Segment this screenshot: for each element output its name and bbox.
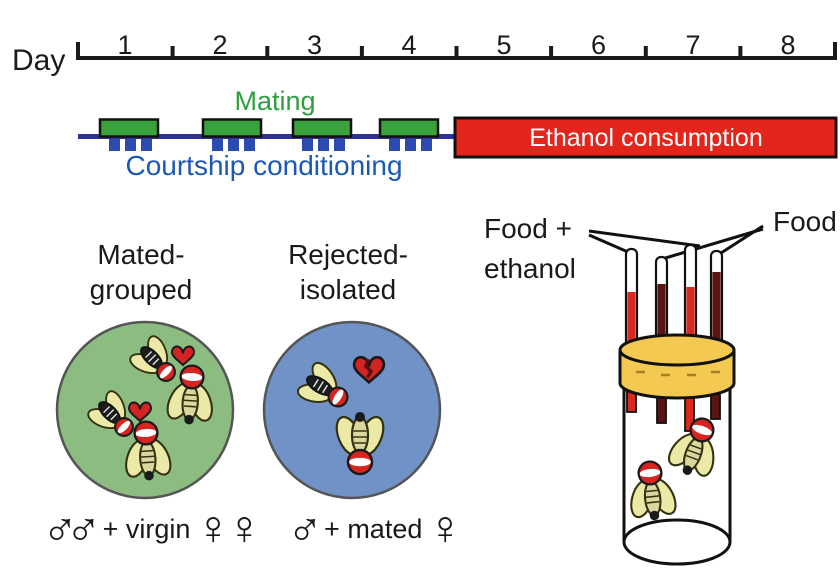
vial-body (622, 378, 732, 566)
mating-session-box-1 (98, 118, 160, 151)
rejected-isolated-title-line2: isolated (299, 274, 397, 305)
courtship-conditioning-label: Courtship conditioning (125, 150, 403, 181)
day-tick-label-4: 4 (401, 30, 417, 60)
pointer-line-food-1 (661, 227, 764, 261)
capillary-food-2 (709, 249, 724, 348)
day-tick-label-7: 7 (685, 30, 701, 60)
mating-session-box-4 (378, 118, 440, 151)
formula-connector: + mated (324, 513, 423, 544)
male-symbols: ♂♂ (42, 502, 101, 555)
mated-grouped-title-line1: Mated- (97, 239, 185, 270)
mating-session-box-3 (291, 118, 353, 151)
male-symbol: ♂ (287, 502, 323, 555)
day-tick-label-1: 1 (117, 30, 133, 60)
day-tick-marks (76, 42, 837, 58)
vial-fly-icon (659, 408, 733, 485)
female-symbol: ♀ (427, 502, 463, 555)
pointer-line-food-ethanol-2 (588, 229, 701, 248)
rejected-isolated-title: Rejected- isolated (288, 237, 408, 307)
ethanol-consumption-bar (453, 116, 838, 159)
day-tick-label-3: 3 (306, 30, 323, 60)
capillaries (624, 243, 724, 355)
ethanol-consumption-label: Ethanol consumption (529, 124, 763, 152)
rejected-isolated-circle (262, 320, 442, 500)
day-tick-label-6: 6 (590, 30, 607, 60)
pointer-lines (588, 224, 764, 261)
mated-grouped-circle (55, 320, 235, 500)
female-symbols: ♀♀ (195, 502, 262, 555)
mating-session-box-2 (201, 118, 263, 151)
day-tick-label-2: 2 (212, 30, 228, 60)
rejected-isolated-formula: ♂ + mated ♀ (287, 498, 463, 560)
food-ethanol-label-line2: ethanol (484, 253, 576, 284)
broken-heart-icon (352, 355, 386, 384)
mated-grouped-title: Mated- grouped (90, 237, 193, 307)
vial-cap (618, 333, 736, 400)
mating-label: Mating (234, 86, 316, 116)
mated-grouped-title-line2: grouped (89, 274, 193, 305)
day-tick-label-8: 8 (780, 30, 796, 60)
pointer-line-food-2 (720, 224, 764, 255)
food-label: Food (773, 206, 837, 237)
food-ethanol-label: Food + ethanol (484, 209, 576, 289)
vial-fly-icon (620, 457, 683, 525)
food-ethanol-label-line1: Food + (484, 213, 572, 244)
mated-grouped-formula: ♂♂ + virgin ♀♀ (42, 498, 262, 560)
courtship-conditioning-timeline (78, 118, 458, 151)
day-axis-label: Day (12, 44, 66, 77)
capillary-food-ethanol-1 (624, 247, 639, 354)
pointer-line-food-ethanol-1 (588, 233, 629, 254)
formula-connector: + virgin (102, 513, 191, 544)
rejected-isolated-title-line1: Rejected- (288, 239, 408, 270)
day-timeline-axis (76, 42, 837, 60)
day-tick-label-5: 5 (496, 30, 512, 60)
